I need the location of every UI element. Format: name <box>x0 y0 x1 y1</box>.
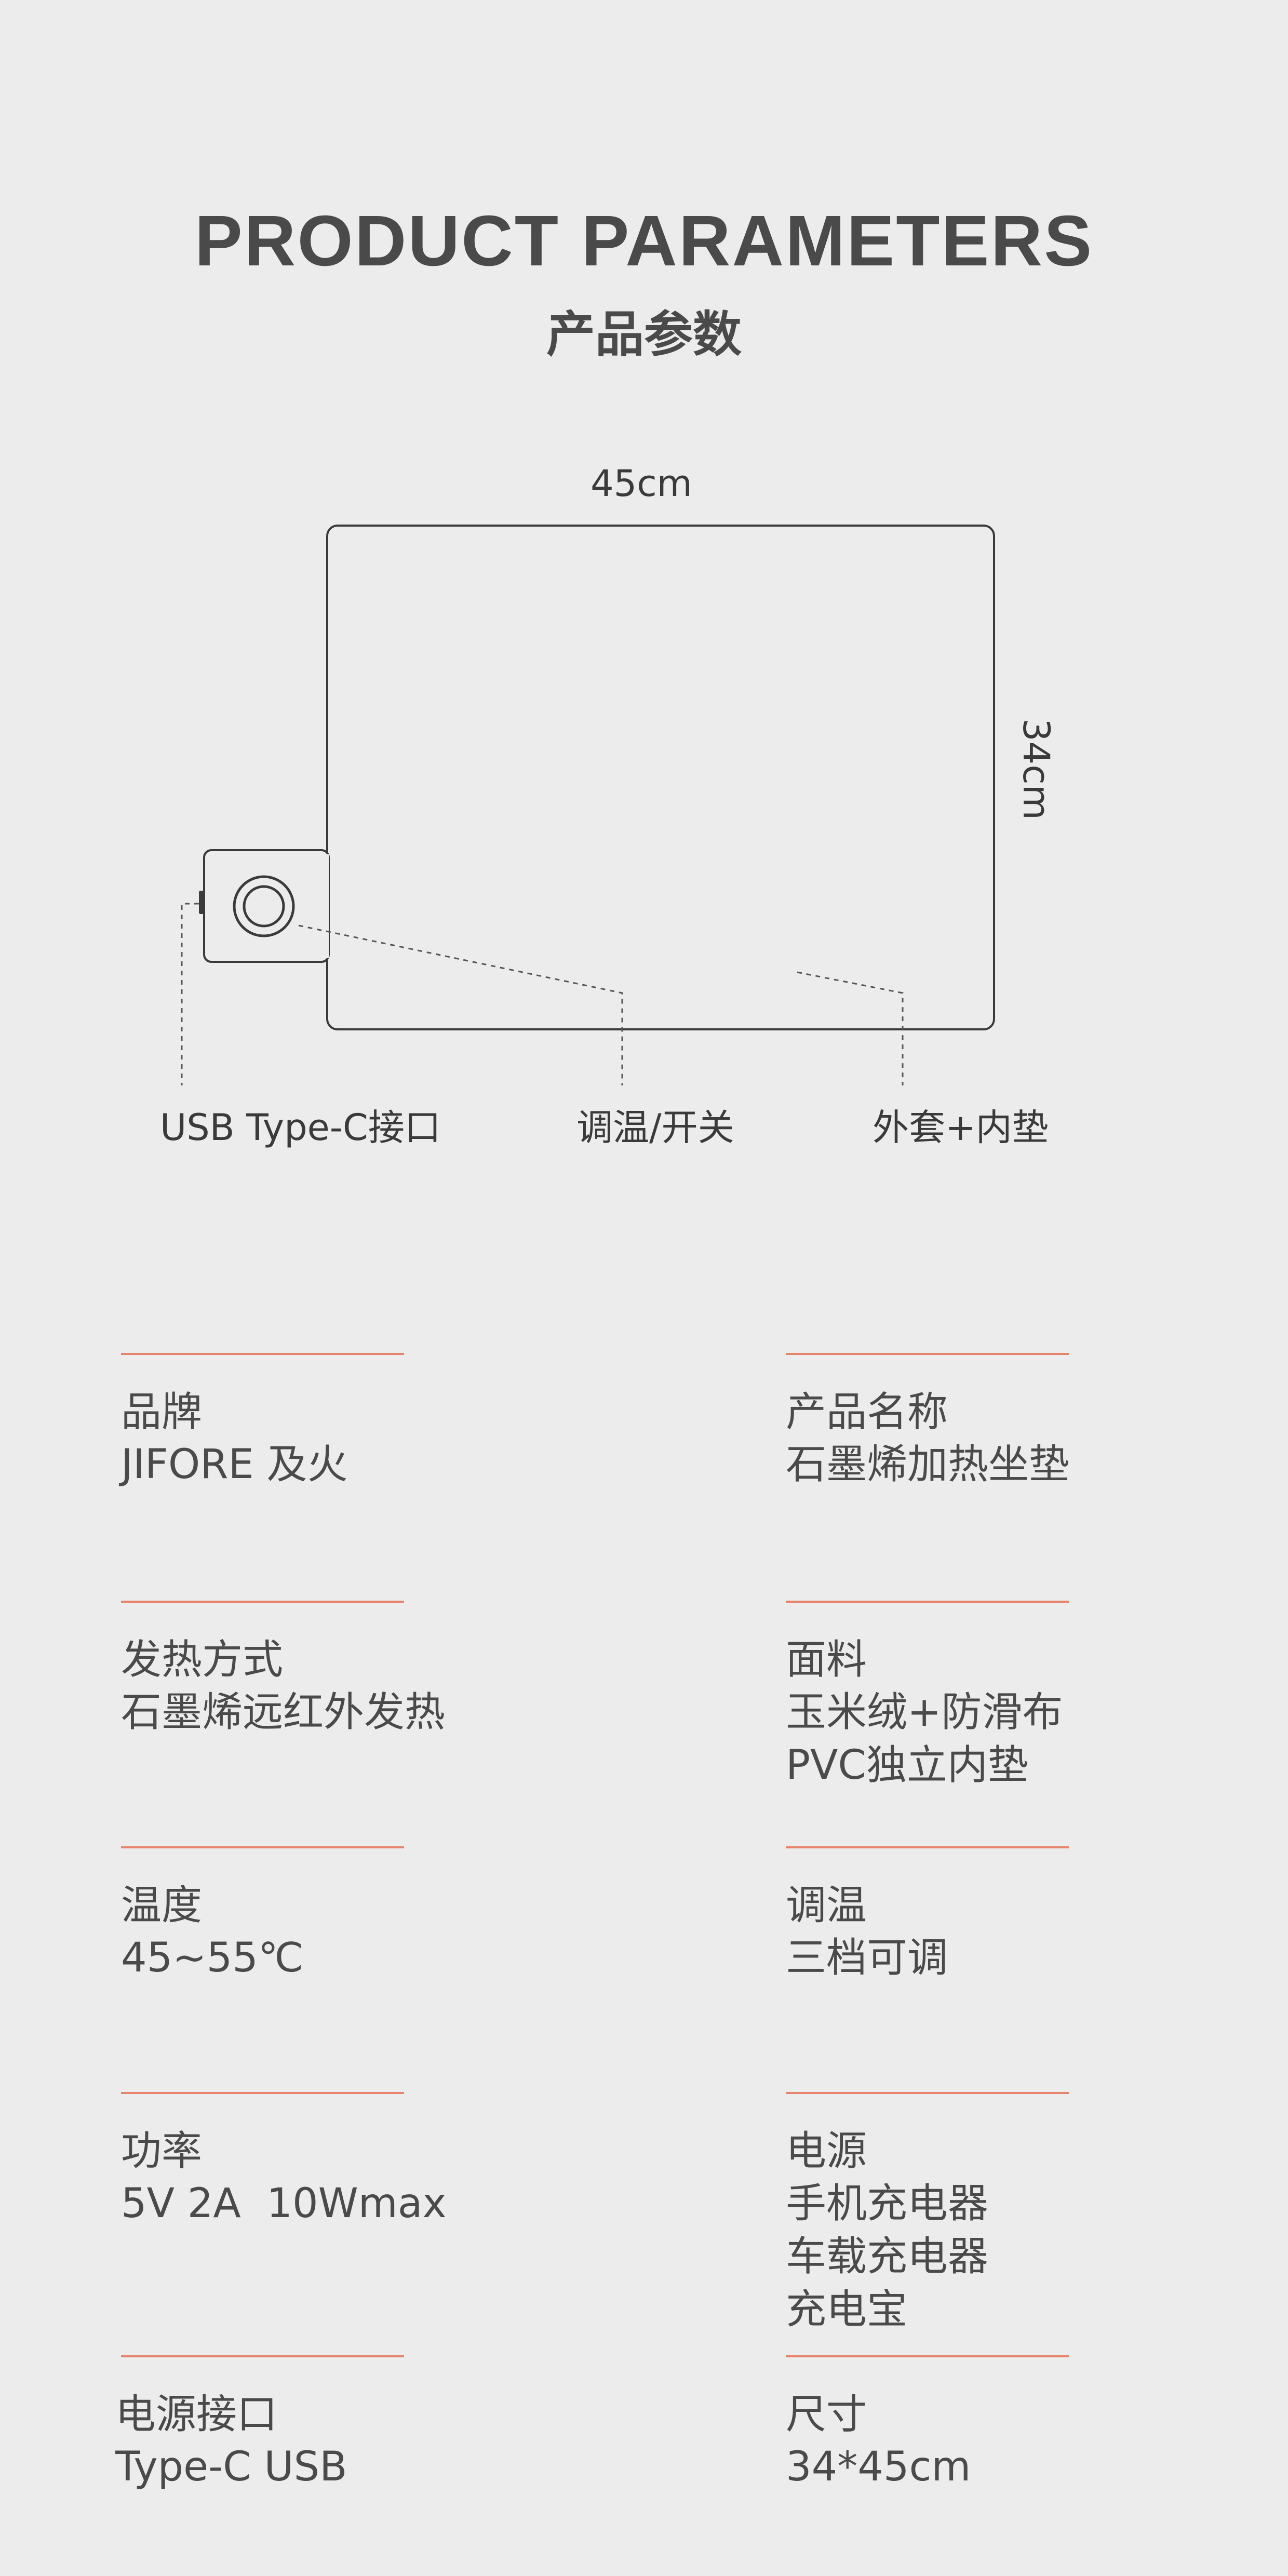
param-divider <box>786 2092 1069 2094</box>
param-value: 三档可调 <box>786 1935 948 1981</box>
param-divider <box>121 1353 404 1355</box>
param-label: 品牌 <box>121 1389 203 1435</box>
param-label: 电源接口 <box>115 2391 278 2438</box>
param-label: 功率 <box>121 2128 203 2175</box>
param-brand: 品牌 JIFORE 及火 <box>121 1353 588 1491</box>
param-divider <box>786 1353 1069 1355</box>
page-subtitle: 产品参数 <box>546 306 742 363</box>
param-label: 温度 <box>121 1882 203 1929</box>
param-value: 5V 2A 10Wmax <box>121 2180 447 2227</box>
param-temperature: 温度 45~55℃ <box>121 1846 588 1984</box>
callout-cover: 外套+内垫 <box>873 1106 1049 1149</box>
switch-leader-line <box>298 924 623 1085</box>
usb-port-icon <box>199 891 205 914</box>
param-power: 功率 5V 2A 10Wmax <box>121 2092 588 2230</box>
param-divider <box>121 2092 404 2094</box>
param-heating: 发热方式 石墨烯远红外发热 <box>121 1601 588 1739</box>
param-size: 尺寸 34*45cm <box>786 2355 1253 2493</box>
param-label: 产品名称 <box>786 1389 948 1435</box>
param-port: 电源接口 Type-C USB <box>115 2355 583 2493</box>
callout-usb: USB Type-C接口 <box>160 1106 441 1149</box>
param-divider <box>121 1601 404 1603</box>
param-label: 尺寸 <box>786 2391 867 2438</box>
controller-box <box>203 849 330 963</box>
param-label: 电源 <box>786 2128 867 2175</box>
width-dimension-label: 45cm <box>591 462 692 505</box>
callout-switch: 调温/开关 <box>576 1106 734 1149</box>
param-value: 石墨烯远红外发热 <box>121 1689 446 1736</box>
usb-leader-line <box>181 903 199 1085</box>
param-adjust: 调温 三档可调 <box>786 1846 1253 1984</box>
param-source: 电源 手机充电器 车载充电器 充电宝 <box>786 2092 1253 2336</box>
param-value: JIFORE 及火 <box>121 1441 348 1488</box>
param-label: 调温 <box>786 1882 867 1929</box>
param-value: Type-C USB <box>115 2444 347 2490</box>
param-divider <box>786 1846 1069 1848</box>
param-value: 34*45cm <box>786 2444 971 2490</box>
param-label: 发热方式 <box>121 1636 284 1683</box>
param-value: 石墨烯加热坐垫 <box>786 1441 1070 1488</box>
param-value: 手机充电器 车载充电器 充电宝 <box>786 2180 989 2333</box>
param-divider <box>786 2355 1069 2357</box>
knob-outer-icon <box>233 875 295 937</box>
param-name: 产品名称 石墨烯加热坐垫 <box>786 1353 1253 1491</box>
cover-leader-line <box>797 971 904 1085</box>
param-value: 45~55℃ <box>121 1935 304 1981</box>
param-value: 玉米绒+防滑布 PVC独立内垫 <box>786 1689 1063 1789</box>
param-label: 面料 <box>786 1636 867 1683</box>
product-diagram <box>181 525 995 1085</box>
page-title: PRODUCT PARAMETERS <box>194 201 1094 281</box>
param-divider <box>121 1846 404 1848</box>
pad-outline <box>326 525 995 1030</box>
param-divider <box>786 1601 1069 1603</box>
param-fabric: 面料 玉米绒+防滑布 PVC独立内垫 <box>786 1601 1253 1792</box>
param-divider <box>121 2355 404 2357</box>
knob-inner-icon <box>243 885 285 928</box>
